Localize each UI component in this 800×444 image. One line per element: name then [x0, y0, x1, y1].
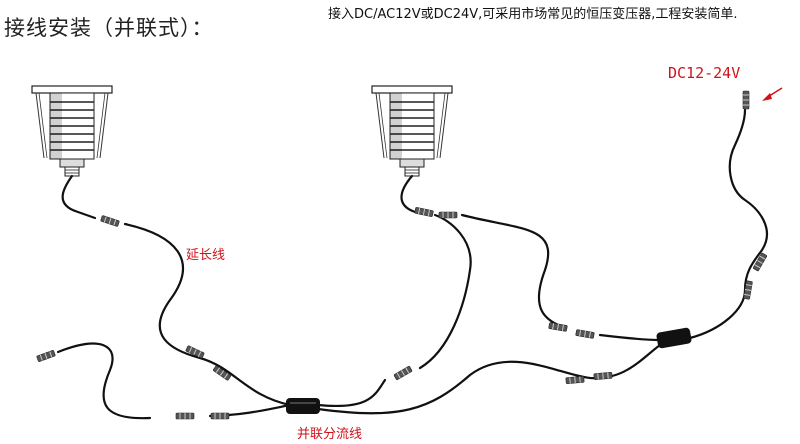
label-power-input: DC12-24V — [668, 64, 741, 82]
splitter-right — [656, 327, 692, 349]
recessed-light-1 — [31, 85, 113, 177]
installation-description: 接入DC/AC12V或DC24V,可采用市场常见的恒压变压器,工程安装简单. — [328, 7, 738, 22]
cables — [56, 108, 768, 420]
power-arrow-icon — [762, 87, 783, 101]
label-extension-cable: 延长线 — [186, 248, 226, 263]
recessed-light-2 — [371, 85, 453, 177]
label-parallel-splitter: 并联分流线 — [297, 427, 363, 442]
page-title: 接线安装（并联式）： — [4, 16, 214, 40]
splitter-center — [286, 398, 320, 414]
